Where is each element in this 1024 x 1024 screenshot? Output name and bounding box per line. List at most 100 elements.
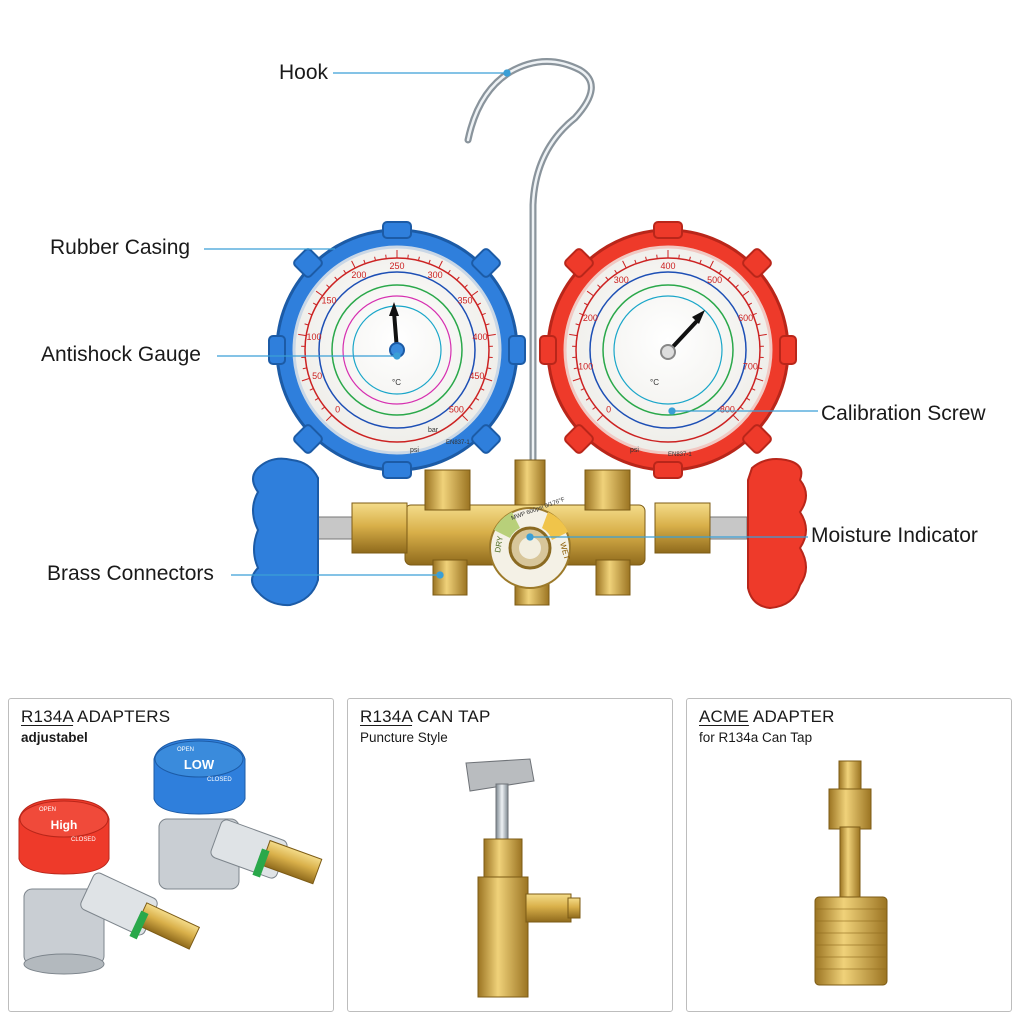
high-scale-tick — [732, 414, 740, 422]
high-scale-tick — [735, 284, 739, 288]
low-scale-tick — [447, 269, 451, 274]
high-scale-tick — [614, 269, 618, 274]
high-scale-tick — [678, 254, 680, 259]
high-celsius: °C — [650, 378, 659, 387]
low-scale-tick — [351, 260, 356, 269]
callout-brass-connectors: Brass Connectors — [47, 562, 214, 585]
high-scale-tick — [689, 256, 691, 261]
callout-lines — [204, 69, 818, 579]
low-scale-tick — [363, 259, 366, 264]
low-scale-tick — [302, 367, 307, 370]
callout-rubber-casing: Rubber Casing — [50, 236, 191, 259]
high-scale-tick — [580, 388, 585, 391]
low-scale-tick — [481, 312, 486, 316]
low-scale-tick — [484, 377, 493, 382]
callout-moisture-indicator: Moisture Indicator — [811, 524, 978, 547]
high-scale-tick — [699, 259, 702, 264]
panel-title-rest: CAN TAP — [412, 707, 491, 726]
low-scale-tick — [326, 284, 330, 288]
low-scale-label: 450 — [469, 371, 484, 381]
high-adapter: High OPEN CLOSED — [18, 798, 201, 975]
low-scale-tick — [315, 290, 323, 297]
high-scale-label: 800 — [720, 404, 735, 414]
can-tap — [465, 758, 581, 998]
low-scale-tick — [334, 276, 338, 281]
low-scale-tick — [309, 388, 314, 391]
low-scale-label: 250 — [389, 261, 404, 271]
moisture-dry-label: DRY — [493, 535, 505, 554]
high-scale-tick — [656, 254, 658, 259]
blue-knob — [251, 457, 319, 607]
low-scale-tick — [301, 377, 310, 382]
low-scale-tick — [487, 333, 496, 337]
high-scale-label: 0 — [606, 404, 611, 414]
high-scale-tick — [586, 290, 594, 297]
high-scale-tick — [579, 312, 584, 316]
low-scale-tick — [475, 397, 480, 401]
manifold-illustration: DRY WET MWP 600psi 0/176°F — [204, 58, 818, 610]
callout-antishock-gauge: Antishock Gauge — [41, 343, 201, 366]
low-scale-label: 300 — [428, 270, 443, 280]
high-scale-tick — [751, 388, 756, 391]
can-tap-illustration — [465, 758, 581, 998]
low-unit: psi — [410, 447, 419, 454]
low-cap-label: LOW — [184, 757, 215, 772]
panel-subtitle: Puncture Style — [360, 730, 448, 745]
low-scale-tick — [308, 312, 313, 316]
high-scale-tick — [752, 312, 757, 316]
low-bar: bar — [428, 427, 439, 434]
high-scale-tick — [746, 397, 751, 401]
low-cap-open: OPEN — [177, 747, 194, 753]
red-knob — [747, 458, 807, 610]
high-unit: psi — [630, 447, 639, 454]
high-scale-label: 700 — [743, 361, 758, 371]
high-scale-tick — [573, 367, 578, 370]
low-scale-tick — [321, 406, 326, 410]
low-cap-closed: CLOSED — [207, 777, 232, 783]
high-scale-tick — [748, 302, 753, 306]
low-scale-tick — [464, 284, 468, 288]
panel-title-rest: ADAPTER — [748, 707, 835, 726]
moisture-indicator: DRY WET MWP 600psi 0/176°F — [489, 497, 571, 589]
low-scale-tick — [487, 367, 492, 370]
panel-subtitle: adjustabel — [21, 730, 88, 745]
panel-r134a-can-tap: R134A CAN TAP Puncture Style — [347, 698, 673, 1012]
panel-title-model: R134A — [21, 707, 74, 726]
panel-r134a-adapters: R134A ADAPTERS adjustabel LOW OPEN CLOSE… — [8, 698, 334, 1012]
high-scale-label: 200 — [583, 313, 598, 323]
low-scale-tick — [485, 323, 490, 326]
high-scale-label: 400 — [660, 261, 675, 271]
low-scale-tick — [298, 333, 307, 337]
low-scale-tick — [471, 290, 479, 297]
high-scale-tick — [572, 377, 581, 382]
low-adapter: LOW OPEN CLOSED — [153, 738, 323, 890]
high-scale-tick — [718, 269, 722, 274]
callout-calibration-screw: Calibration Screw — [821, 402, 986, 425]
low-scale-tick — [314, 397, 319, 401]
high-scale-tick — [597, 284, 601, 288]
low-scale-tick — [325, 414, 333, 422]
high-scale-label: 100 — [578, 361, 593, 371]
high-scale-tick — [755, 377, 764, 382]
low-scale-label: 200 — [351, 270, 366, 280]
low-scale-tick — [374, 256, 376, 261]
acme-adapter-illustration — [814, 760, 888, 986]
adapters-illustration: LOW OPEN CLOSED High OPEN CLOSED — [18, 738, 323, 975]
low-scale-tick — [385, 254, 387, 259]
high-scale-tick — [622, 260, 627, 269]
panel-title: R134A CAN TAP — [360, 707, 490, 727]
low-scale-label: 100 — [306, 332, 321, 342]
high-scale-tick — [742, 290, 750, 297]
high-scale-tick — [645, 256, 647, 261]
high-cap-label: High — [51, 818, 78, 832]
panel-title: R134A ADAPTERS — [21, 707, 170, 727]
low-scale-label: 500 — [449, 404, 464, 414]
low-celsius: °C — [392, 378, 401, 387]
high-scale-label: 600 — [738, 313, 753, 323]
low-scale-label: 0 — [335, 404, 340, 414]
callout-hook: Hook — [279, 61, 329, 84]
